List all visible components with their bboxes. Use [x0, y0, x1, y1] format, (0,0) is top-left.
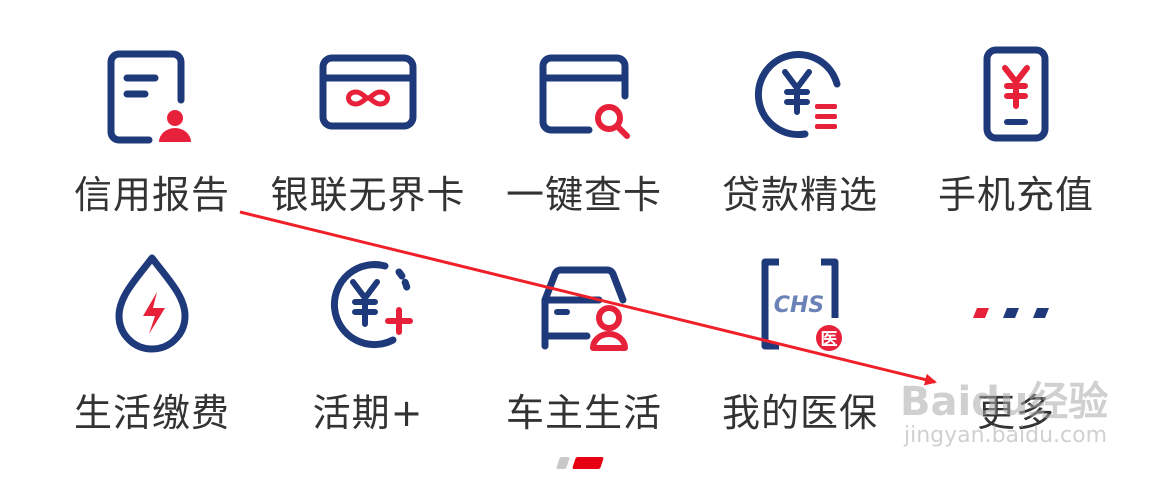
- grid-item-label: 手机充值: [937, 173, 1094, 217]
- yuan-plus-icon: [313, 248, 423, 358]
- grid-item-car-owner[interactable]: 车主生活: [484, 240, 684, 440]
- grid-item-utility-payment[interactable]: 生活缴费: [52, 240, 252, 440]
- grid-item-label: 更多: [976, 391, 1055, 435]
- page-dot-2-active[interactable]: [572, 457, 604, 469]
- grid-item-loan[interactable]: 贷款精选: [700, 12, 900, 217]
- medical-badge-text: 医: [821, 330, 838, 350]
- card-search-icon: [529, 38, 639, 148]
- chs-logo-text: CHS: [774, 293, 824, 318]
- grid-item-label: 车主生活: [505, 391, 662, 435]
- more-dots-icon: [961, 248, 1071, 358]
- grid-item-credit-report[interactable]: 信用报告: [52, 12, 252, 217]
- grid-item-label: 我的医保: [721, 391, 878, 435]
- grid-item-phone-recharge[interactable]: 手机充值: [916, 12, 1116, 217]
- utility-drop-icon: [97, 248, 207, 358]
- unionpay-card-icon: [313, 38, 423, 148]
- grid-item-label: 一键查卡: [505, 173, 662, 217]
- car-owner-icon: [529, 248, 639, 358]
- phone-recharge-icon: [961, 38, 1071, 148]
- loan-yuan-icon: [745, 38, 855, 148]
- grid-item-medical-insurance[interactable]: CHS 医 我的医保: [700, 240, 900, 440]
- page-dot-1[interactable]: [556, 457, 570, 469]
- grid-item-label: 银联无界卡: [270, 173, 466, 217]
- grid-item-unionpay-card[interactable]: 银联无界卡: [268, 12, 468, 217]
- medical-insurance-icon: CHS 医: [745, 248, 855, 358]
- grid-item-more[interactable]: 更多: [916, 240, 1116, 440]
- grid-item-card-search[interactable]: 一键查卡: [484, 12, 684, 217]
- grid-item-label: 活期+: [312, 391, 424, 435]
- grid-item-label: 生活缴费: [73, 391, 230, 435]
- grid-item-current-deposit[interactable]: 活期+: [268, 240, 468, 440]
- credit-report-icon: [97, 38, 207, 148]
- grid-item-label: 信用报告: [73, 173, 230, 217]
- grid-item-label: 贷款精选: [721, 173, 878, 217]
- page-indicator: [556, 456, 604, 470]
